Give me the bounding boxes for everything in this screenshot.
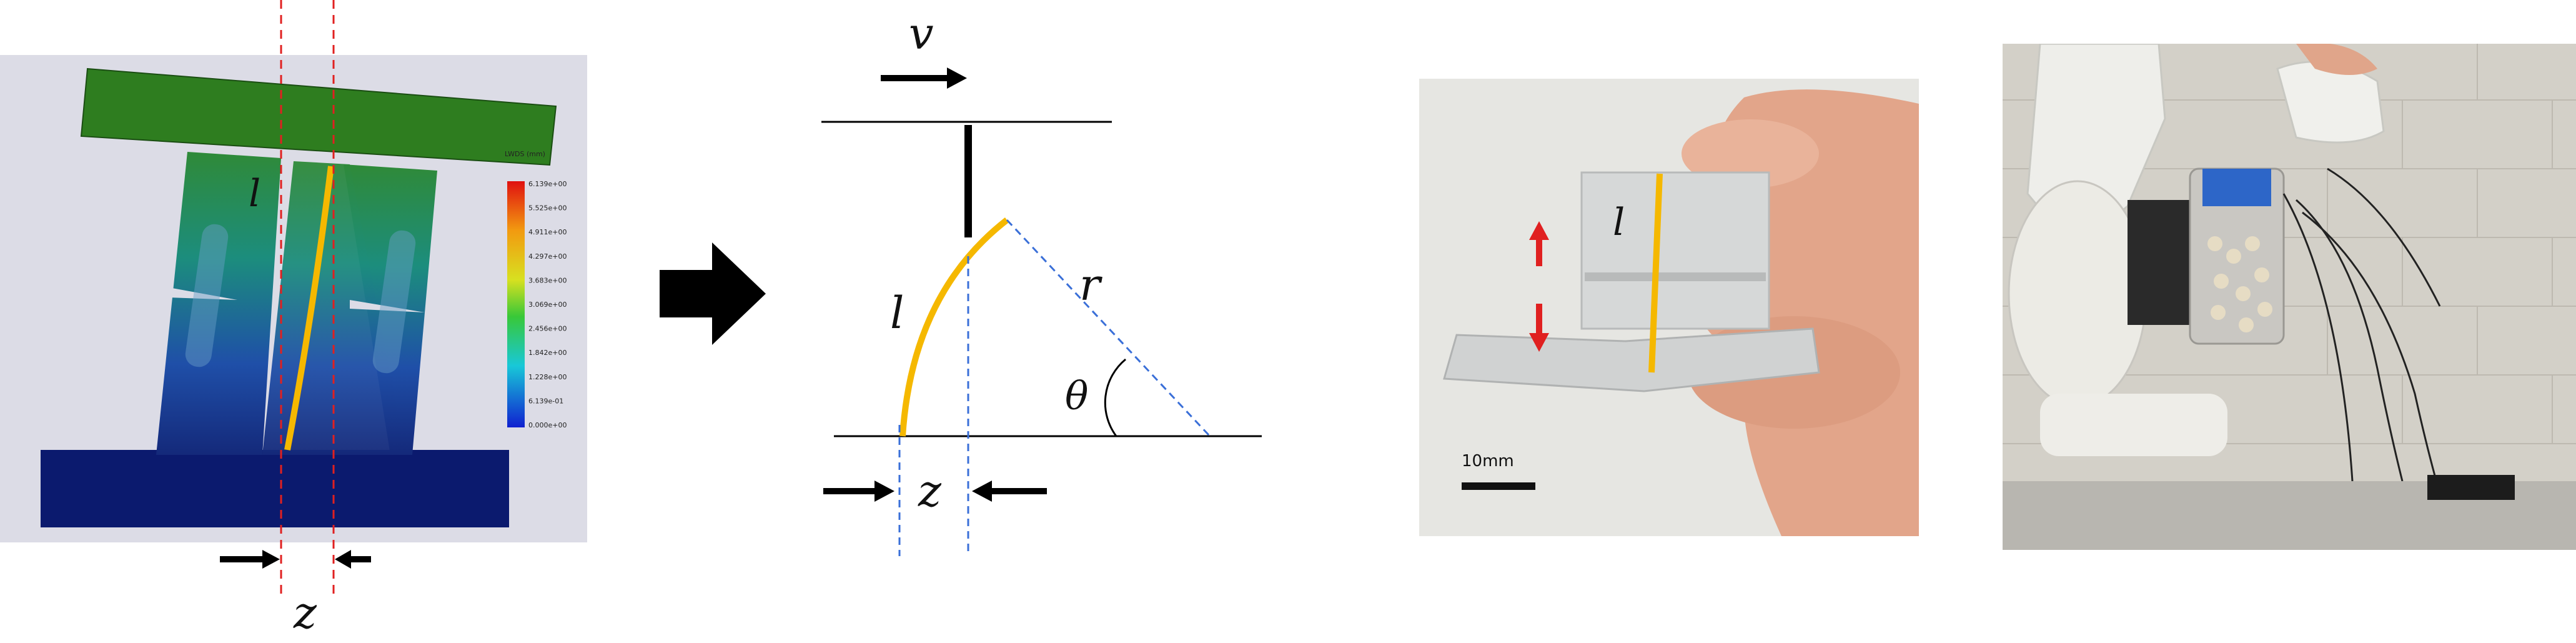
mechanics-diagram-panel: v l r θ z bbox=[625, 0, 1281, 643]
red-arrow-down bbox=[1529, 333, 1549, 352]
label-theta: θ bbox=[1065, 373, 1088, 419]
label-z-mech: z bbox=[918, 466, 942, 517]
right-slot bbox=[350, 300, 425, 312]
sensor-strip bbox=[284, 166, 334, 451]
label-l-mech: l bbox=[890, 287, 904, 339]
sensor-block bbox=[1580, 171, 1770, 330]
label-z-fea: z bbox=[293, 587, 317, 639]
z-arrow-right-mech bbox=[874, 481, 894, 502]
radius-line bbox=[1006, 219, 1210, 436]
mechanics-diagram: v l r θ z bbox=[821, 8, 1262, 556]
sensor-strip-photo bbox=[1648, 173, 1663, 373]
sensor-photo-illustration: l 10mm bbox=[1419, 79, 1919, 536]
colorbar-tick-label: 6.139e-01 bbox=[528, 397, 563, 405]
theta-arc bbox=[1104, 358, 1126, 437]
colorbar-tick-label: 6.139e+00 bbox=[528, 180, 567, 188]
colorbar-title: LWDS (mm) bbox=[505, 150, 545, 158]
bent-strip bbox=[899, 217, 1009, 437]
label-l-photo: l bbox=[1613, 201, 1625, 244]
colorbar-tick-label: 0.000e+00 bbox=[528, 421, 567, 429]
right-arrow-icon bbox=[660, 242, 766, 345]
robot-photo bbox=[2003, 44, 2576, 550]
sensor-photo: l 10mm bbox=[1419, 79, 1919, 536]
z-arrow-left bbox=[335, 550, 351, 569]
colorbar-tick-label: 5.525e+00 bbox=[528, 204, 567, 212]
scale-bar bbox=[1462, 482, 1535, 490]
velocity-arrow bbox=[947, 67, 967, 89]
colorbar-tick-label: 4.911e+00 bbox=[528, 228, 567, 236]
color-bar bbox=[507, 181, 525, 427]
fea-simulation-panel: l LWDS (mm) 6.139e+00 5.525e+00 4.911e+00 4… bbox=[0, 55, 587, 542]
red-arrow-up bbox=[1529, 221, 1549, 240]
robot-photo-illustration bbox=[2003, 44, 2576, 550]
colorbar-tick-label: 1.842e+00 bbox=[528, 349, 567, 357]
base-block bbox=[41, 450, 509, 527]
top-plate bbox=[80, 67, 557, 166]
colorbar-tick-label: 2.456e+00 bbox=[528, 325, 567, 333]
scale-label: 10mm bbox=[1462, 452, 1514, 471]
colorbar-tick-label: 3.683e+00 bbox=[528, 276, 567, 284]
colorbar-tick-label: 3.069e+00 bbox=[528, 301, 567, 309]
label-v: v bbox=[909, 8, 934, 59]
fea-figure: l LWDS (mm) 6.139e+00 5.525e+00 4.911e+00 4… bbox=[41, 67, 567, 527]
z-arrow-right bbox=[262, 550, 280, 569]
left-slot bbox=[169, 287, 237, 300]
label-l: l bbox=[249, 172, 260, 216]
label-r: r bbox=[1079, 259, 1102, 311]
left-pillar bbox=[156, 152, 281, 455]
colorbar-tick-labels: 6.139e+00 5.525e+00 4.911e+00 4.297e+00 3.68… bbox=[528, 180, 567, 429]
colorbar-tick-label: 4.297e+00 bbox=[528, 252, 567, 261]
z-arrow-left-mech bbox=[972, 481, 992, 502]
colorbar-tick-label: 1.228e+00 bbox=[528, 373, 567, 381]
fea-guides: z bbox=[220, 0, 371, 639]
